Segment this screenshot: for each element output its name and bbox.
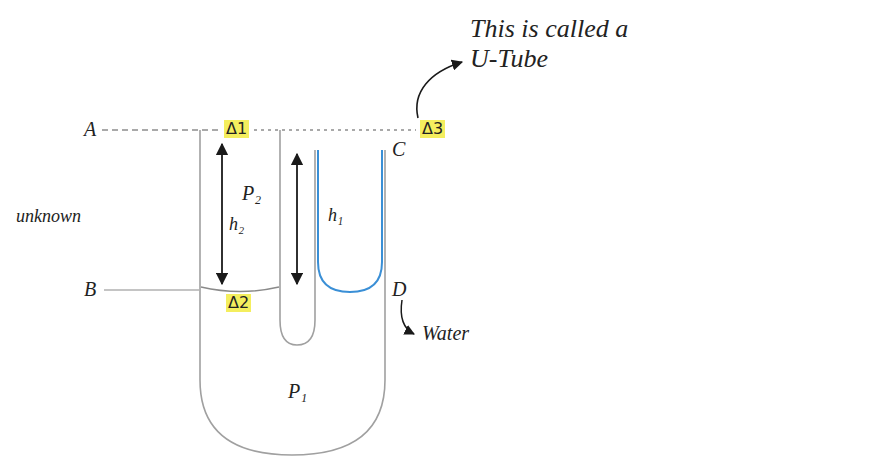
point-label: B (84, 278, 96, 301)
water-pointer (401, 300, 414, 334)
point-label: C (392, 138, 405, 161)
point-label: A (84, 118, 96, 141)
density-label: P₂ (242, 182, 261, 205)
interface-line (201, 287, 279, 292)
callout-arrow (417, 62, 462, 118)
level-line-b (104, 289, 199, 290)
height-arrow-h1 (296, 154, 298, 284)
height-label: h₁ (328, 205, 343, 226)
level-line-a (102, 129, 218, 130)
annotation-note: This is called a U-Tube (470, 14, 630, 74)
point-label: D (392, 278, 406, 301)
fluid-label: Water (422, 322, 469, 345)
highlight-marker: Δ2 (226, 294, 251, 312)
density-label: P₁ (288, 380, 307, 403)
tube-outer-wall (200, 130, 385, 455)
level-line-top (254, 129, 416, 130)
tube-inner-wall (280, 130, 315, 345)
highlight-marker: Δ1 (224, 120, 249, 138)
highlight-marker: Δ3 (420, 120, 445, 138)
note-label: unknown (16, 206, 81, 227)
water-column (318, 150, 382, 292)
height-label: h₂ (229, 214, 244, 235)
height-arrow-h2 (221, 144, 223, 284)
